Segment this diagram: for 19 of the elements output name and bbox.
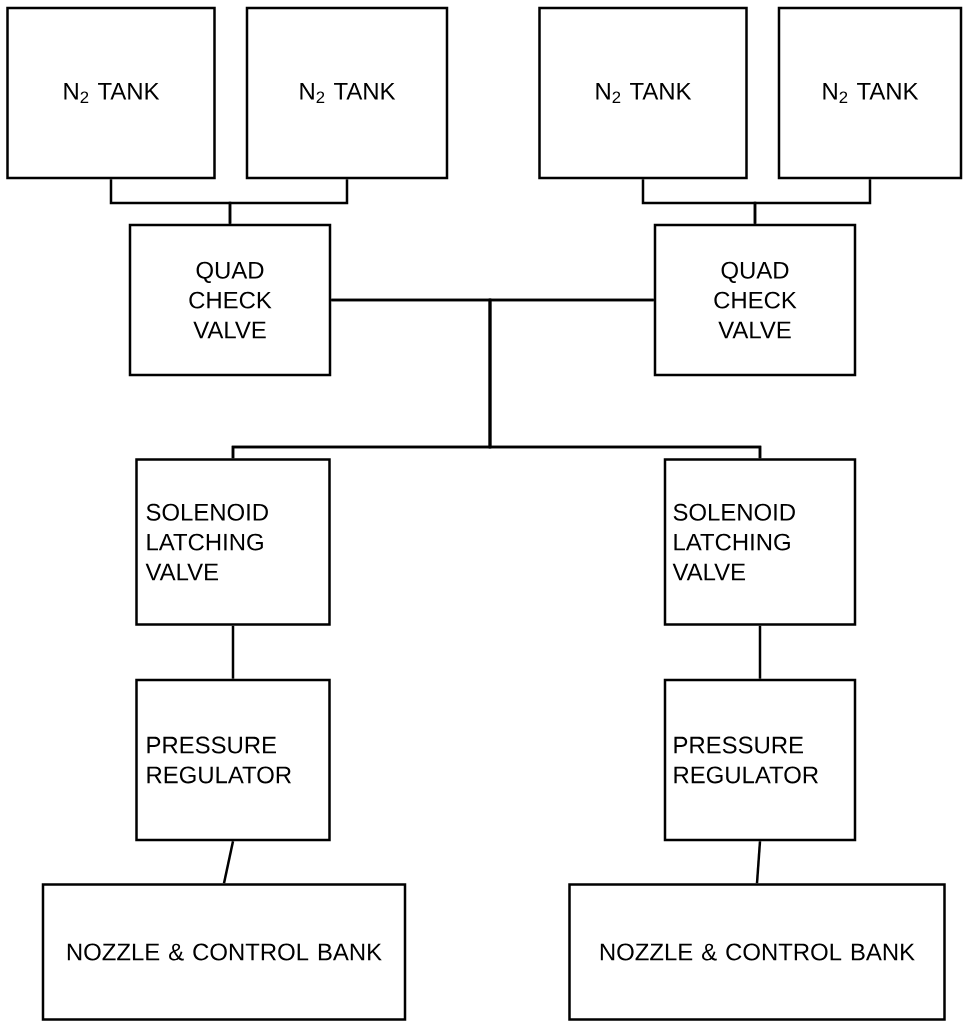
tank-box: N$_{2}$ TANK: [538, 6, 748, 180]
pipe-line: [228, 179, 349, 224]
tank-box: N$_{2}$ TANK: [6, 6, 216, 180]
component-box: NOZZLE & CONTROL BANK: [568, 883, 946, 1021]
tank-box: N$_{2}$ TANK: [245, 6, 449, 180]
tank-box: N$_{2}$ TANK: [777, 6, 963, 180]
component-box: QUAD CHECK VALVE: [653, 223, 857, 377]
pipe-line: [758, 625, 762, 679]
pipe-line: [488, 298, 762, 459]
pipe-line: [222, 841, 235, 884]
component-box: PRESSURE REGULATOR: [135, 678, 331, 842]
component-box: PRESSURE REGULATOR: [663, 678, 857, 842]
pipe-line: [755, 841, 762, 884]
component-box: QUAD CHECK VALVE: [128, 223, 332, 377]
component-box: SOLENOID LATCHING VALVE: [663, 458, 857, 626]
pipe-line: [753, 179, 872, 224]
pipe-line: [231, 625, 235, 679]
component-box: SOLENOID LATCHING VALVE: [135, 458, 331, 626]
component-box: NOZZLE & CONTROL BANK: [41, 883, 407, 1021]
